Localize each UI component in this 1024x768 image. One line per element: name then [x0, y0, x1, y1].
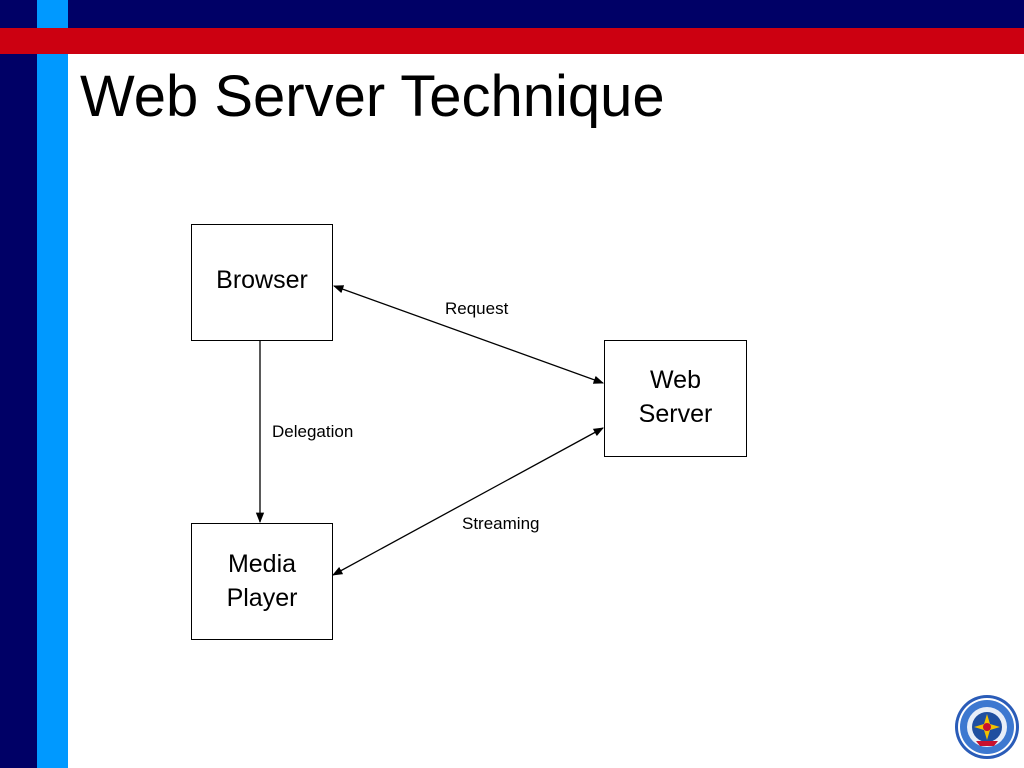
web-server-node: Web Server [604, 340, 747, 457]
web-server-node-label: Web Server [638, 365, 713, 428]
media-player-node: Media Player [191, 523, 333, 640]
top-red-band [0, 28, 1024, 54]
left-light-blue-band-lower [37, 54, 68, 768]
left-navy-band [0, 0, 37, 768]
request-arrow [333, 285, 604, 384]
media-player-node-label: Media Player [226, 549, 298, 612]
university-seal-icon [955, 695, 1019, 759]
browser-node: Browser [191, 224, 333, 341]
browser-node-label: Browser [216, 265, 308, 294]
streaming-arrow [332, 427, 604, 576]
streaming-label: Streaming [462, 514, 540, 533]
top-navy-band [68, 0, 1024, 28]
request-label: Request [445, 299, 509, 318]
delegation-label: Delegation [272, 422, 354, 441]
slide-title: Web Server Technique [80, 64, 665, 129]
